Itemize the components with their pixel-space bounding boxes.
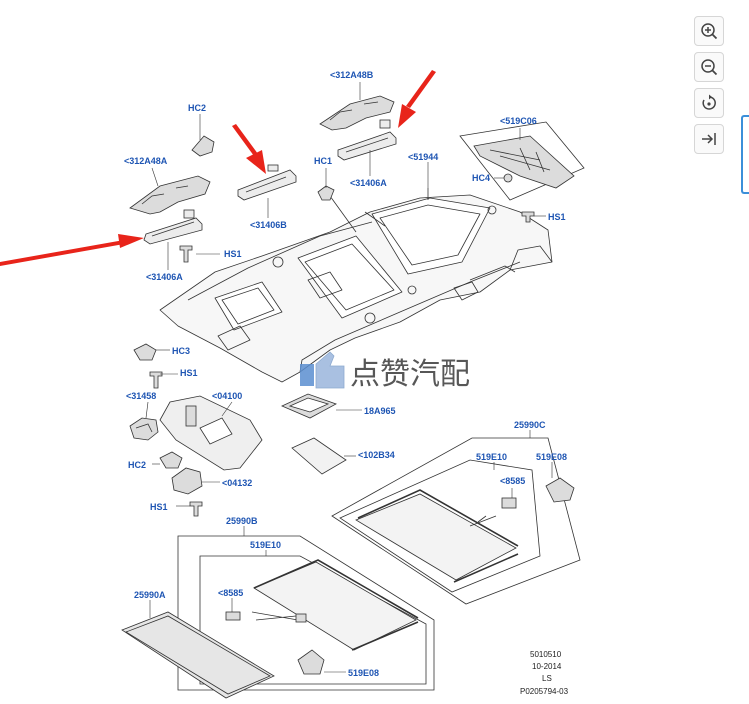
collapse-panel-button[interactable] [694,124,724,154]
rotate-button[interactable] [694,88,724,118]
clip-hc1 [317,185,335,201]
roller-blind-left [253,561,417,651]
grab-handle-31406B [237,169,297,201]
label-25990A: 25990A [134,590,166,600]
label-hc4: HC4 [472,173,490,183]
box-519E10-right [339,459,541,593]
label-102B34: <102B34 [358,450,395,460]
bracket-312A48B [319,95,395,131]
label-312A48A: <312A48A [124,156,168,166]
label-25990B: 25990B [226,516,258,526]
footer-date: 10-2014 [532,662,562,671]
rotate-icon [702,94,716,110]
clip-hc2-bottom [159,451,183,469]
dome-lamp-opening [214,281,283,331]
zoom-in-button[interactable] [694,16,724,46]
collapse-right-icon [702,133,716,145]
label-25990C: 25990C [514,420,546,430]
footer-model: LS [542,674,552,683]
clip-hc4 [503,173,513,183]
zoom-in-icon [701,23,718,40]
grab-handle-31406A-top [337,131,397,161]
parts-diagram: <312A48B HC2 <312A48A HC1 <31406A <51944… [0,70,585,699]
label-hc3: HC3 [172,346,190,356]
zoom-out-icon [701,59,718,76]
label-8585-left: <8585 [218,588,243,598]
side-panel-tab[interactable] [741,115,749,194]
handle-519E08-left [297,649,325,675]
label-312A48B: <312A48B [330,70,374,80]
label-hs1-right: HS1 [548,212,566,222]
label-31458: <31458 [126,391,156,401]
screw-hs1-mid [149,371,163,389]
watermark-text: 点赞汽配 [350,357,470,392]
label-519E08-right: 519E08 [536,452,567,462]
watermark: 点赞汽配 [300,351,470,392]
red-arrow-middle [232,124,266,174]
screw-hs1-bottom [189,501,203,517]
trim-panel-519C06 [473,135,575,189]
label-51944: <51944 [408,152,438,162]
bracket-312A48A [129,175,211,215]
footer-illustration-id: P0205794-03 [520,687,569,696]
screw-hs1-top [179,245,193,263]
red-arrow-left [0,234,144,266]
visor-bracket-04132 [171,467,203,495]
panel-25990A [121,611,275,699]
handle-519E08-right [545,477,575,503]
clip-8585-right [501,497,517,509]
label-04132: <04132 [222,478,252,488]
red-arrow-top-right [398,70,436,128]
label-04100: <04100 [212,391,242,401]
label-hs1-bottom: HS1 [150,502,168,512]
label-hc1: HC1 [314,156,332,166]
label-8585-right: <8585 [500,476,525,486]
roller-blind-right [355,493,517,581]
label-hc2-top: HC2 [188,103,206,113]
label-18A965: 18A965 [364,406,396,416]
sunroof-opening-rear [371,197,491,275]
footer-code: 5010510 [530,650,562,659]
label-hs1-top: HS1 [224,249,242,259]
visor-clip-31458 [129,417,159,441]
watermark-logo-icon [300,364,314,386]
clip-8585-left [225,611,241,621]
label-hs1-mid: HS1 [180,368,198,378]
zoom-out-button[interactable] [694,52,724,82]
screw-hs1-right [521,211,535,223]
lens-102B34 [291,437,347,475]
label-519C06: <519C06 [500,116,537,126]
label-519E10-right: 519E10 [476,452,507,462]
clip-hc3 [133,343,157,361]
label-31406A-top: <31406A [350,178,387,188]
label-519E10-left: 519E10 [250,540,281,550]
label-31406B: <31406B [250,220,287,230]
label-hc2-bottom: HC2 [128,460,146,470]
label-519E08-left: 519E08 [348,668,379,678]
label-31406A-left: <31406A [146,272,183,282]
clip-hc2-top [191,135,215,157]
viewer-toolbar [694,16,728,160]
